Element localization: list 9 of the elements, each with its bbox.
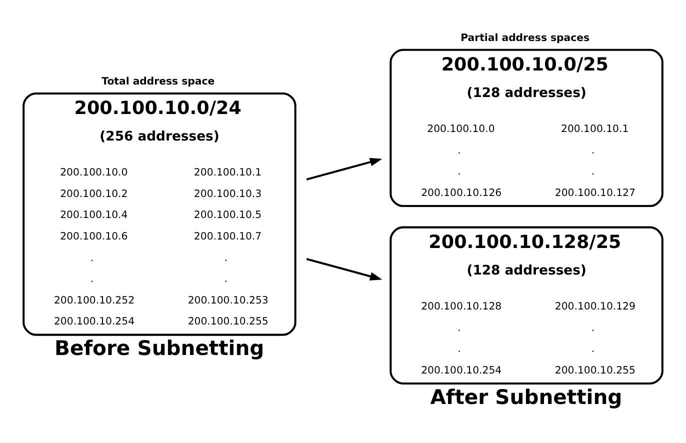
arrow <box>306 258 382 280</box>
node-label: Total address space <box>102 76 215 87</box>
node-box: 200.100.10.0/25 (128 addresses) 200.100.10.0 200.100.10.1 . . . . 200.100.10.126 200.100.10.127 <box>390 48 664 207</box>
node-label: After Subnetting <box>430 384 622 408</box>
node-box: 200.100.10.0/24 (256 addresses) 200.100.10.0 200.100.10.1 200.100.10.2 200.100.10.3 200.100.10.4 200.100.10.5 200.100.10.6 200.100.10.7 . . . . 200.100.10.252 200.100.10.253 200.100.10.254 200.100.10.255 <box>22 92 296 336</box>
arrow <box>306 157 382 180</box>
node-box: 200.100.10.128/25 (128 addresses) 200.100.10.128 200.100.10.129 . . . . 200.100.10.254 200.100.10.255 <box>390 226 664 384</box>
node-label: Before Subnetting <box>54 336 264 360</box>
node-label: Partial address spaces <box>460 32 590 44</box>
